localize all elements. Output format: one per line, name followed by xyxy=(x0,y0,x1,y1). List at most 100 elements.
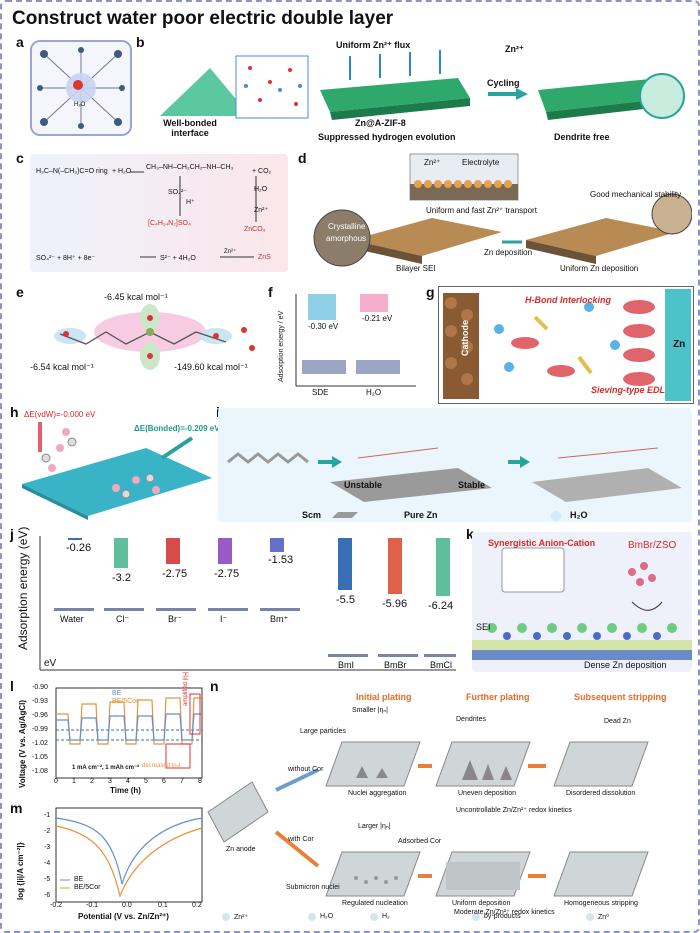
panel-label-j: j xyxy=(10,526,14,542)
panel-label-l: l xyxy=(10,678,14,694)
n-moderate: Moderate Zn/Zn²⁺ redox kinetics xyxy=(454,909,555,916)
f-value-sde: -0.30 eV xyxy=(308,322,339,331)
n-submicron: Submicron nuclei xyxy=(286,884,340,891)
f-value-h2o: -0.21 eV xyxy=(362,314,393,323)
c-water: + H₂O xyxy=(112,168,132,175)
j-value-cl: -3.2 xyxy=(112,572,131,584)
d-crystalline: Crystalline xyxy=(328,222,366,231)
n-smaller: Smaller |ηₙ| xyxy=(352,707,388,714)
panel-g: H-Bond Interlocking Sieving-type EDL Cat… xyxy=(438,286,694,404)
m-xtick-0: -0.2 xyxy=(50,902,63,909)
n-legend-byproducts: by-products xyxy=(484,913,521,920)
c-arrows xyxy=(130,171,257,258)
l-ytick-2: -0.96 xyxy=(32,712,48,719)
j-value-bm: -1.53 xyxy=(268,554,294,566)
d-illustration xyxy=(313,153,693,267)
m-ytick-2: -3 xyxy=(44,844,51,851)
m-ytick-3: -4 xyxy=(44,860,51,867)
panel-i: Unstable Stable Scm Pure Zn H₂O xyxy=(218,408,692,522)
d-sei: Bilayer SEI xyxy=(396,264,436,273)
f-x-h2o: H₂O xyxy=(366,388,382,397)
m-legend-be: BE xyxy=(74,876,84,883)
panel-label-n: n xyxy=(210,678,219,694)
d-transport: Uniform and fast Zn²⁺ transport xyxy=(426,206,537,215)
panel-label-m: m xyxy=(10,800,23,816)
m-ytick-5: -6 xyxy=(44,892,51,899)
l-ytick-1: -0.93 xyxy=(32,698,48,705)
l-ylabel: Voltage (V vs. Ag/AgCl) xyxy=(18,699,27,788)
l-legend-be5cor: BE/5Cor xyxy=(112,698,139,705)
panel-label-b: b xyxy=(136,34,145,50)
l-xlabel: Time (h) xyxy=(110,786,141,795)
panel-label-k: k xyxy=(466,526,474,542)
n-with: with Cor xyxy=(288,836,314,843)
panel-label-i: i xyxy=(216,404,220,420)
n-uniform: Uniform deposition xyxy=(452,900,511,907)
m-xtick-4: 0.2 xyxy=(192,902,202,909)
j-species-bmcl: BmCl xyxy=(430,660,452,670)
m-legend-be5cor: BE/5Cor xyxy=(74,884,101,891)
j-species-bm: Bm⁺ xyxy=(270,614,289,624)
c-salt: [C₄H₁₄N₂]SO₄ xyxy=(148,220,191,227)
f-chart xyxy=(295,294,416,387)
panel-label-c: c xyxy=(16,150,24,166)
panel-label-d: d xyxy=(298,150,307,166)
mof-structure-illustration xyxy=(37,47,125,129)
g-cathode: Cathode xyxy=(460,320,470,356)
panel-label-a: a xyxy=(16,34,24,50)
n-legend-zn2: Zn²⁺ xyxy=(234,914,249,921)
k-dense: Dense Zn deposition xyxy=(584,660,667,670)
l-legend-be: BE xyxy=(112,690,122,697)
h-energy-bonded: ΔE(Bonded)=-0.209 eV xyxy=(134,424,220,433)
c-h2o: H₂O xyxy=(254,186,268,193)
b-illustration xyxy=(150,38,692,142)
i-scm: Scm xyxy=(302,510,322,520)
j-value-water: -0.26 xyxy=(66,542,92,554)
m-ytick-0: -1 xyxy=(44,812,51,819)
k-synergy: Synergistic Anion-Cation xyxy=(488,538,596,548)
panel-l: Voltage (V vs. Ag/AgCl) -0.90 -0.93 -0.9… xyxy=(16,671,206,796)
k-sei: SEI xyxy=(476,622,491,632)
m-ytick-4: -5 xyxy=(44,876,51,883)
m-xtick-3: 0.1 xyxy=(158,902,168,909)
n-homogeneous: Homogeneous stripping xyxy=(564,900,638,907)
d-electrolyte: Electrolyte xyxy=(462,158,500,167)
n-uncontrollable: Uncontrollable Zn/Zn²⁺ redox kinetics xyxy=(456,807,572,814)
j-value-bmi: -5.5 xyxy=(336,594,355,606)
c-eq2-mid: S²⁻ + 4H₂O xyxy=(160,255,196,262)
g-zn: Zn xyxy=(673,339,686,350)
m-xtick-1: -0.1 xyxy=(86,902,99,909)
n-illustration xyxy=(207,741,649,921)
l-xtick-6: 6 xyxy=(162,778,166,785)
j-value-bmbr: -5.96 xyxy=(382,598,408,610)
e-molecule xyxy=(54,304,255,370)
c-eq2-zn: Zn²⁺ xyxy=(224,249,237,255)
panel-label-f: f xyxy=(268,284,273,300)
l-xtick-4: 4 xyxy=(126,778,130,785)
b-cycling: Cycling xyxy=(487,78,520,88)
panel-label-e: e xyxy=(16,284,24,300)
l-xtick-8: 8 xyxy=(198,778,202,785)
c-zns: ZnS xyxy=(258,254,271,261)
j-value-bmcl: -6.24 xyxy=(428,600,454,612)
c-znco3: ZnCO₃ xyxy=(244,226,266,233)
j-species-water: Water xyxy=(60,614,84,624)
n-larger: Larger |ηₙ| xyxy=(358,823,391,830)
n-legend-h2: H₂ xyxy=(382,913,390,920)
n-initial: Initial plating xyxy=(356,692,412,702)
j-species-bmi: BmI xyxy=(338,660,355,670)
b-material: Zn@A-ZIF-8 xyxy=(355,118,406,128)
g-sieving: Sieving-type EDL xyxy=(591,385,666,395)
l-ytick-4: -1.02 xyxy=(32,740,48,747)
n-large: Large particles xyxy=(300,728,346,735)
panel-a-mof: H₂O xyxy=(30,40,132,136)
m-xlabel: Potential (V vs. Zn/Zn²⁺) xyxy=(78,912,169,921)
l-ytick-6: -1.08 xyxy=(32,768,48,775)
l-xtick-1: 1 xyxy=(72,778,76,785)
i-unstable: Unstable xyxy=(344,480,383,490)
b-uniform-flux: Uniform Zn²⁺ flux xyxy=(336,40,411,50)
l-xtick-2: 2 xyxy=(90,778,94,785)
panel-f: Adsorption energy / eV -0.30 eV -0.21 eV… xyxy=(278,290,418,402)
l-xtick-7: 7 xyxy=(180,778,184,785)
l-xtick-3: 3 xyxy=(108,778,112,785)
